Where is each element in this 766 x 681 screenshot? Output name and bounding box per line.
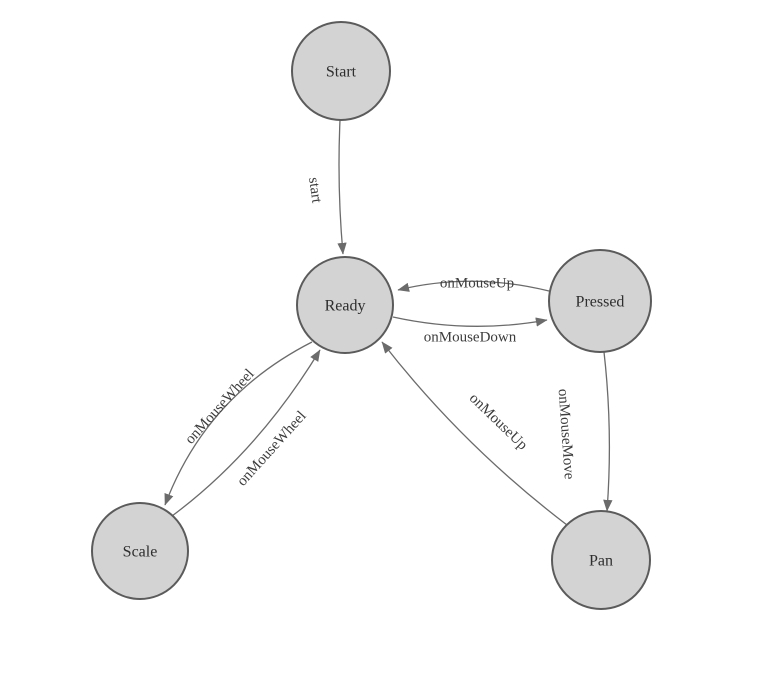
transition-start-ready bbox=[337, 119, 347, 255]
transition-ready-pressed bbox=[392, 316, 548, 327]
state-label-pressed: Pressed bbox=[576, 294, 625, 311]
transition-pressed-ready bbox=[397, 280, 550, 292]
transition-label-start-ready: start bbox=[305, 176, 325, 205]
state-circle-pan[interactable] bbox=[551, 510, 651, 610]
state-circle-ready[interactable] bbox=[296, 256, 394, 354]
state-circle-start[interactable] bbox=[291, 21, 391, 121]
state-label-ready: Ready bbox=[325, 298, 366, 315]
state-label-start: Start bbox=[326, 64, 357, 81]
transition-label-pressed-ready: onMouseUp bbox=[440, 275, 514, 291]
state-circle-pressed[interactable] bbox=[548, 249, 652, 353]
state-label-scale: Scale bbox=[123, 544, 158, 561]
state-label-pan: Pan bbox=[589, 553, 613, 570]
transition-scale-ready bbox=[171, 349, 321, 517]
edges-layer bbox=[164, 119, 613, 526]
state-node-ready[interactable]: Ready bbox=[296, 256, 394, 354]
transition-label-ready-pressed: onMouseDown bbox=[424, 329, 517, 345]
state-node-scale[interactable]: Scale bbox=[91, 502, 189, 600]
transition-label-pan-ready: onMouseUp bbox=[466, 390, 530, 453]
transition-pressed-pan bbox=[603, 351, 613, 512]
state-circle-scale[interactable] bbox=[91, 502, 189, 600]
transition-label-ready-scale: onMouseWheel bbox=[182, 366, 257, 447]
transition-label-pressed-pan: onMouseMove bbox=[555, 388, 577, 480]
state-node-start[interactable]: Start bbox=[291, 21, 391, 121]
state-node-pressed[interactable]: Pressed bbox=[548, 249, 652, 353]
transition-pan-ready bbox=[381, 341, 568, 526]
transition-ready-scale bbox=[164, 341, 313, 506]
state-node-pan[interactable]: Pan bbox=[551, 510, 651, 610]
